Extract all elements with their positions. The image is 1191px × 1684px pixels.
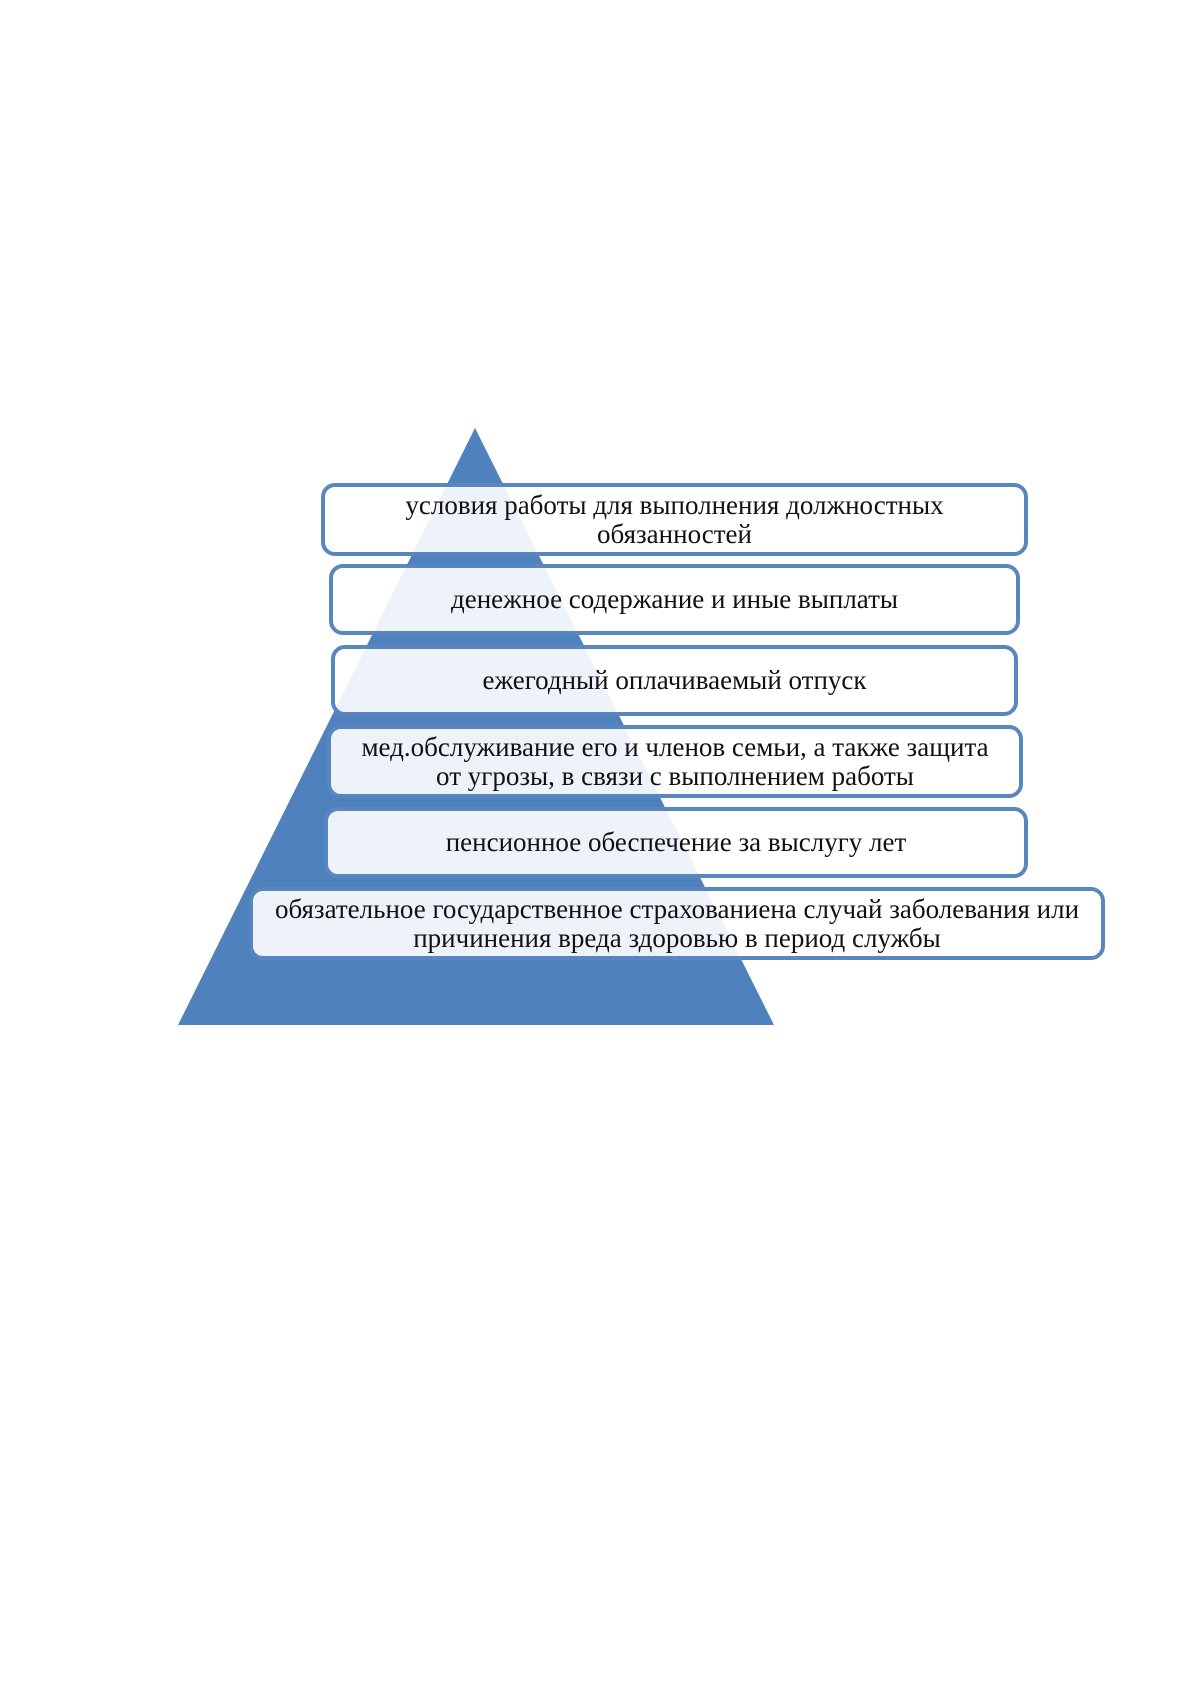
pyramid-level-2: денежное содержание и иные выплаты: [329, 564, 1020, 635]
pyramid-level-1: условия работы для выполнения должностны…: [321, 483, 1028, 556]
pyramid-level-3: ежегодный оплачиваемый отпуск: [331, 645, 1018, 716]
pyramid-level-6: обязательное государственное страхование…: [249, 887, 1105, 960]
pyramid-level-3-label: ежегодный оплачиваемый отпуск: [482, 665, 867, 695]
pyramid-level-5: пенсионное обеспечение за выслугу лет: [324, 807, 1028, 878]
pyramid-level-1-label: условия работы для выполнения должностны…: [405, 489, 944, 549]
pyramid-level-5-label: пенсионное обеспечение за выслугу лет: [445, 827, 907, 857]
pyramid-level-4: мед.обслуживание его и членов семьи, а т…: [327, 725, 1023, 798]
pyramid-level-6-label: обязательное государственное страхование…: [274, 893, 1080, 953]
pyramid-level-2-label: денежное содержание и иные выплаты: [450, 584, 899, 614]
pyramid-level-4-label: мед.обслуживание его и членов семьи, а т…: [361, 731, 989, 791]
